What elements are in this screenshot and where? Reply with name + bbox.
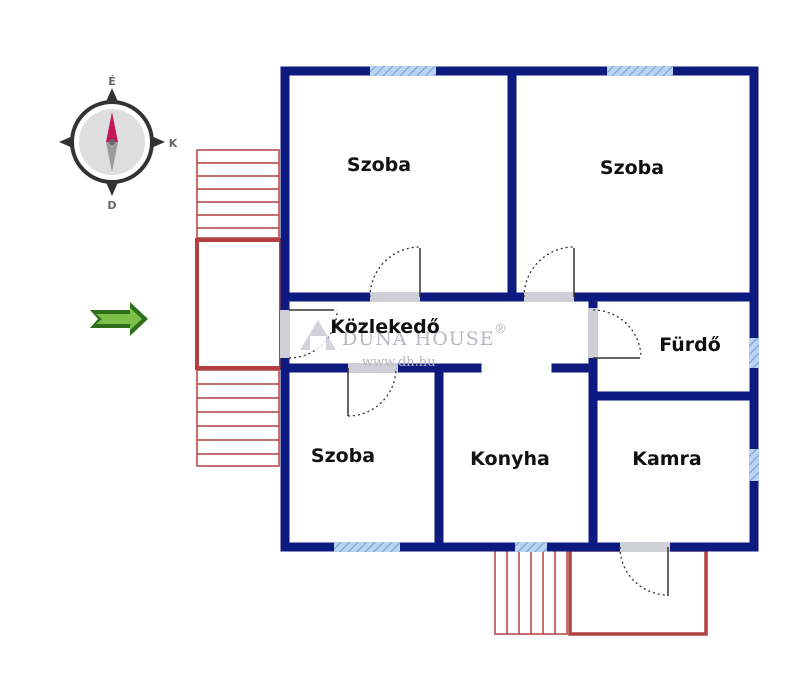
- room-label-pantry: Kamra: [632, 448, 702, 470]
- porch: [568, 548, 708, 636]
- stairs-icon: [494, 549, 568, 635]
- stairs-icon: [196, 149, 280, 239]
- room-label-hallway: Közlekedő: [330, 316, 440, 338]
- room-label-bathroom: Fürdő: [659, 334, 721, 356]
- room-label-top-right: Szoba: [600, 157, 664, 179]
- watermark-reg: ®: [494, 322, 507, 337]
- room-label-bottom-left: Szoba: [311, 445, 375, 467]
- room-label-kitchen: Konyha: [470, 448, 550, 470]
- watermark-url: www.dh.hu: [362, 355, 436, 370]
- watermark-brand: DUNA HOUSE: [342, 328, 495, 350]
- watermark: DUNA HOUSE ® www.dh.hu: [300, 320, 507, 370]
- door-swing-icon: [280, 246, 670, 596]
- window-icon: [334, 66, 759, 552]
- compass-north-label: É: [108, 75, 116, 88]
- compass-south-label: D: [107, 199, 116, 212]
- stairs-icon: [196, 369, 280, 467]
- entrance-arrow-icon: [90, 302, 148, 336]
- entrance-landing: [195, 238, 283, 370]
- walls: [280, 66, 759, 552]
- compass-east-label: K: [169, 137, 178, 150]
- watermark-logo-icon: [300, 320, 336, 350]
- compass-icon: [59, 88, 165, 196]
- room-label-top-left: Szoba: [347, 154, 411, 176]
